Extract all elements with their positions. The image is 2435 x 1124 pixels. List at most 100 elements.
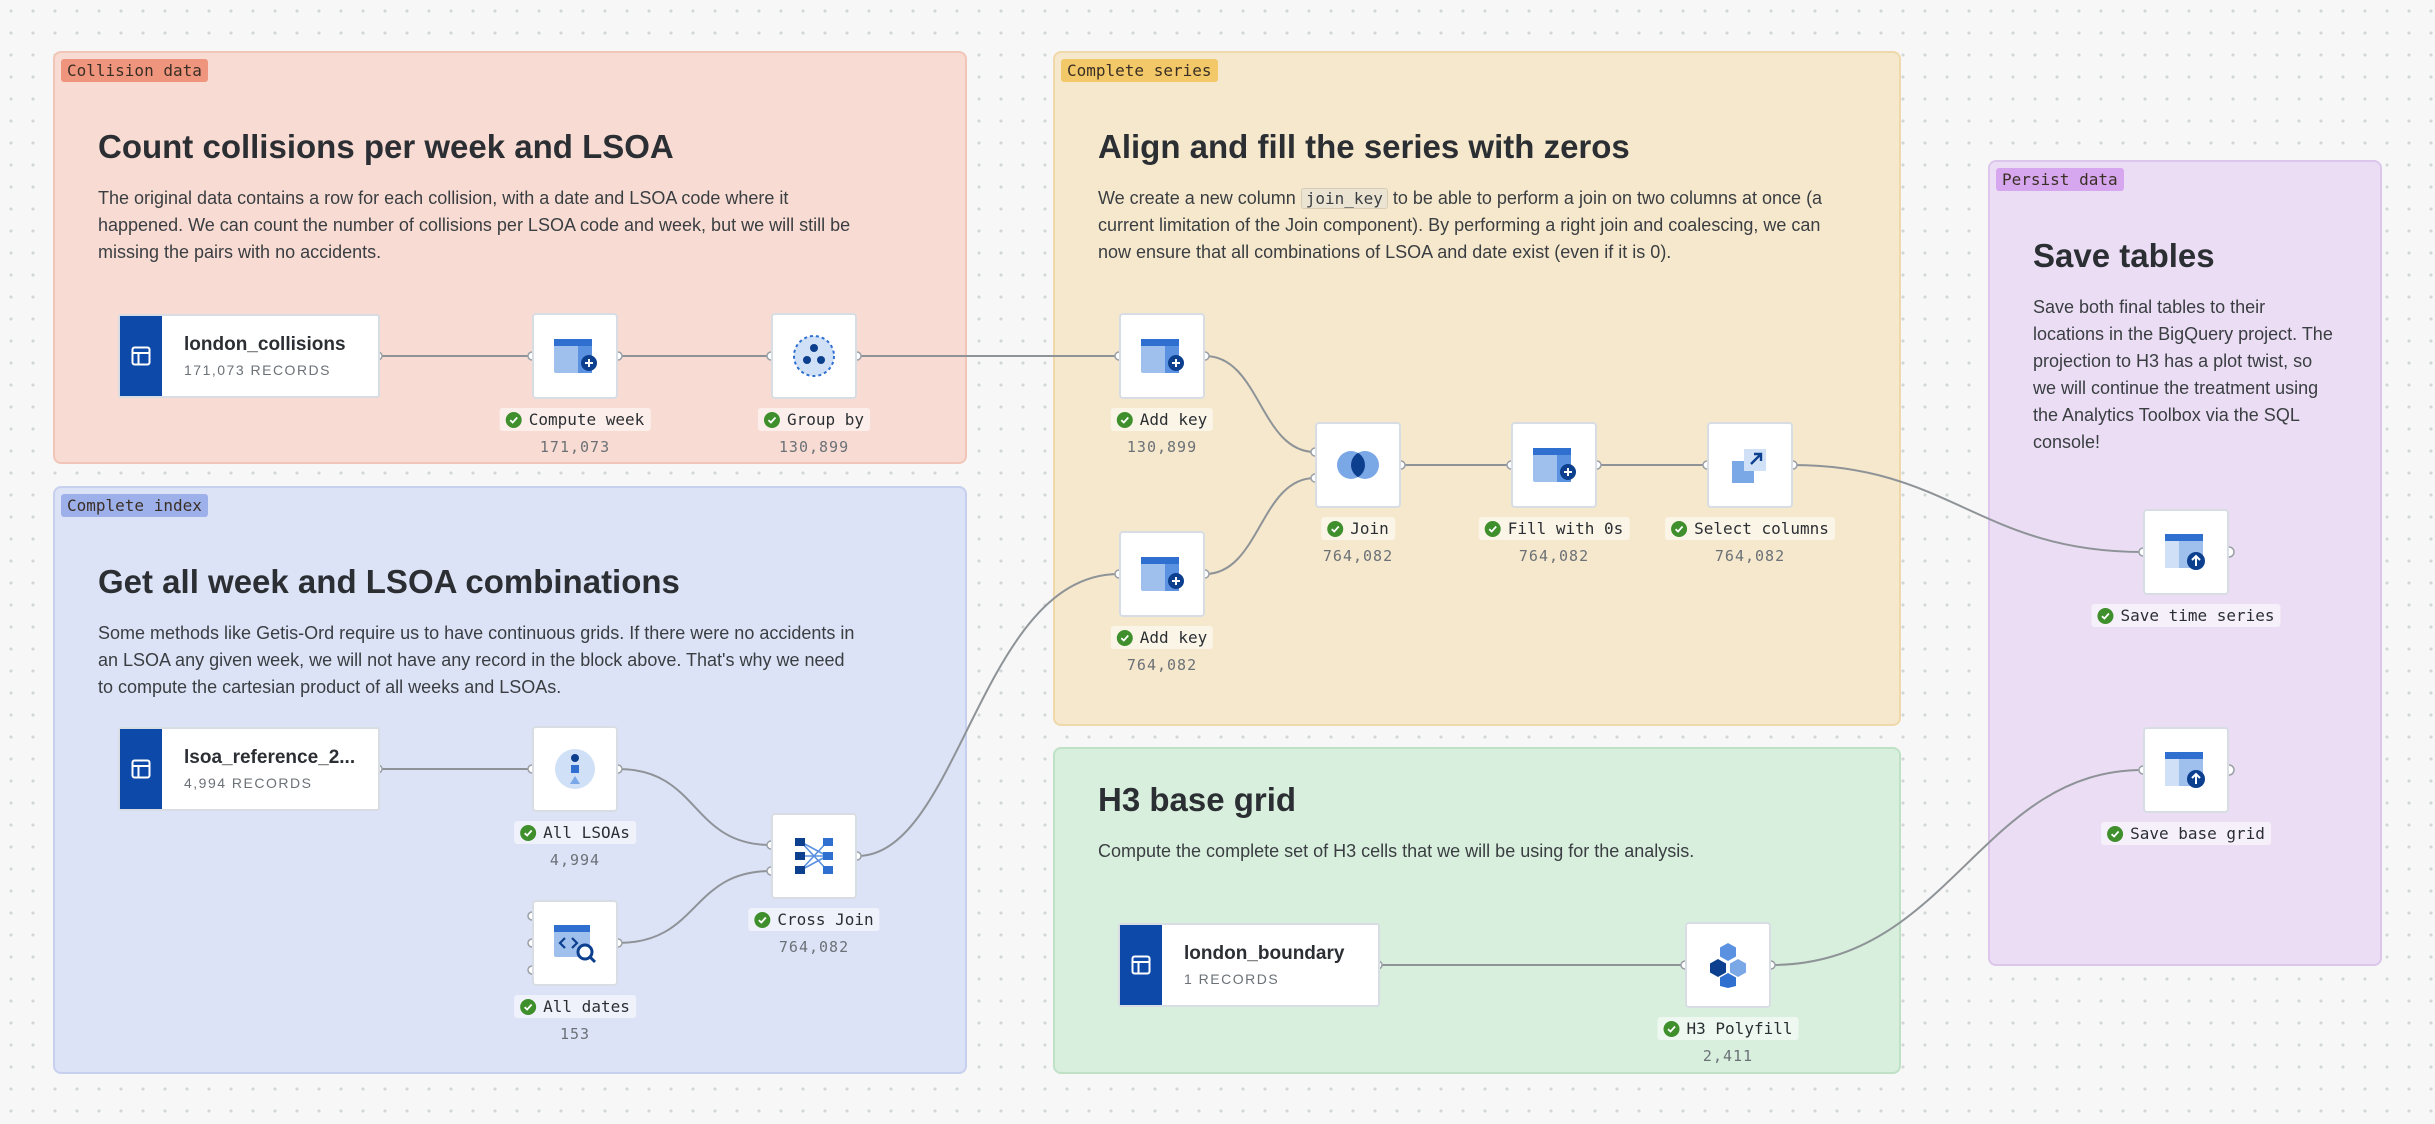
check-icon (520, 824, 537, 841)
distinct-icon (552, 746, 598, 792)
node-label: Compute week (528, 410, 645, 429)
node-row-count: 171,073 (539, 438, 611, 456)
node-compute-week[interactable] (532, 313, 618, 399)
node-row-count: 764,082 (1518, 547, 1590, 565)
node-add-key-2[interactable] (1119, 531, 1205, 617)
h3-hexagon-icon (1705, 941, 1751, 989)
description-text: to be able to perform a join on two colu… (1098, 188, 1823, 262)
node-status-label: Select columns (1665, 517, 1835, 540)
check-icon (1484, 520, 1501, 537)
node-add-key-1[interactable] (1119, 313, 1205, 399)
table-icon (1120, 925, 1162, 1005)
node-row-count: 764,082 (778, 938, 850, 956)
node-row-count: 2,411 (1702, 1047, 1754, 1065)
group-by-icon (791, 333, 837, 379)
add-column-icon (552, 335, 598, 377)
table-icon (120, 316, 162, 396)
join-icon (1333, 448, 1383, 482)
node-cross-join[interactable] (771, 813, 857, 899)
node-group-by[interactable] (771, 313, 857, 399)
node-label: Add key (1139, 628, 1208, 647)
source-name: london_collisions (184, 334, 346, 355)
node-status-label: All LSOAs (514, 821, 636, 844)
node-save-time-series[interactable] (2143, 509, 2229, 595)
group-title: Get all week and LSOA combinations (98, 563, 680, 600)
select-columns-icon (1728, 443, 1772, 487)
node-status-label: Cross Join (748, 908, 880, 931)
group-description: Compute the complete set of H3 cells tha… (1098, 841, 1695, 861)
check-icon (1327, 520, 1344, 537)
node-status-label: H3 Polyfill (1657, 1017, 1799, 1040)
check-icon (1671, 520, 1688, 537)
source-name: london_boundary (1184, 943, 1345, 964)
group-tag: Collision data (61, 59, 208, 82)
node-fill-with-zeros[interactable] (1511, 422, 1597, 508)
group-title: Save tables (2033, 237, 2215, 274)
node-status-label: Save base grid (2101, 822, 2271, 845)
node-status-label: Compute week (499, 408, 651, 431)
node-row-count: 764,082 (1322, 547, 1394, 565)
node-label: Group by (786, 410, 865, 429)
custom-sql-icon (552, 921, 598, 965)
node-status-label: Join (1321, 517, 1395, 540)
node-all-lsoas[interactable] (532, 726, 618, 812)
node-row-count: 130,899 (778, 438, 850, 456)
node-row-count: 153 (559, 1025, 591, 1043)
inline-code: join_key (1300, 188, 1388, 209)
node-save-base-grid[interactable] (2143, 727, 2229, 813)
add-column-icon (1531, 444, 1577, 486)
check-icon (754, 911, 771, 928)
group-description: Some methods like Getis-Ord require us t… (98, 623, 855, 697)
check-icon (2107, 825, 2124, 842)
node-row-count: 764,082 (1126, 656, 1198, 674)
table-icon (120, 729, 162, 809)
node-label: Select columns (1694, 519, 1829, 538)
group-tag: Complete index (61, 494, 208, 517)
node-all-dates[interactable] (532, 900, 618, 986)
node-status-label: Fill with 0s (1478, 517, 1630, 540)
node-row-count: 4,994 (549, 851, 601, 869)
source-node-london-boundary[interactable]: london_boundary 1 RECORDS (1118, 923, 1380, 1007)
group-description: We create a new column join_key to be ab… (1098, 185, 1848, 266)
source-node-london-collisions[interactable]: london_collisions 171,073 RECORDS (118, 314, 380, 398)
node-label: Add key (1139, 410, 1208, 429)
group-title: Count collisions per week and LSOA (98, 128, 674, 165)
check-icon (2097, 607, 2114, 624)
group-description: The original data contains a row for eac… (98, 188, 851, 262)
node-label: All dates (543, 997, 630, 1016)
source-node-lsoa-reference[interactable]: lsoa_reference_2... 4,994 RECORDS (118, 727, 380, 811)
source-record-count: 4,994 RECORDS (184, 775, 313, 791)
source-record-count: 171,073 RECORDS (184, 362, 332, 378)
group-description: Save both final tables to their location… (2033, 297, 2333, 452)
source-record-count: 1 RECORDS (1184, 971, 1280, 987)
node-status-label: Add key (1110, 408, 1214, 431)
node-h3-polyfill[interactable] (1685, 922, 1771, 1008)
source-name: lsoa_reference_2... (184, 747, 356, 768)
check-icon (1116, 629, 1133, 646)
node-select-columns[interactable] (1707, 422, 1793, 508)
check-icon (1116, 411, 1133, 428)
check-icon (520, 998, 537, 1015)
save-table-icon (2163, 748, 2209, 792)
add-column-icon (1139, 335, 1185, 377)
cross-join-icon (791, 836, 837, 876)
group-complete-index[interactable]: Complete index Get all week and LSOA com… (53, 486, 967, 1074)
check-icon (763, 411, 780, 428)
node-row-count: 764,082 (1714, 547, 1786, 565)
node-status-label: Group by (757, 408, 871, 431)
node-status-label: All dates (514, 995, 636, 1018)
node-label: Save base grid (2130, 824, 2265, 843)
group-collision-data[interactable]: Collision data Count collisions per week… (53, 51, 967, 464)
group-title: Align and fill the series with zeros (1098, 128, 1630, 165)
save-table-icon (2163, 530, 2209, 574)
node-label: Save time series (2120, 606, 2275, 625)
node-status-label: Save time series (2091, 604, 2281, 627)
check-icon (505, 411, 522, 428)
node-label: Join (1350, 519, 1389, 538)
node-row-count: 130,899 (1126, 438, 1198, 456)
node-label: Fill with 0s (1507, 519, 1624, 538)
group-tag: Complete series (1061, 59, 1218, 82)
node-label: Cross Join (777, 910, 874, 929)
node-status-label: Add key (1110, 626, 1214, 649)
node-join[interactable] (1315, 422, 1401, 508)
